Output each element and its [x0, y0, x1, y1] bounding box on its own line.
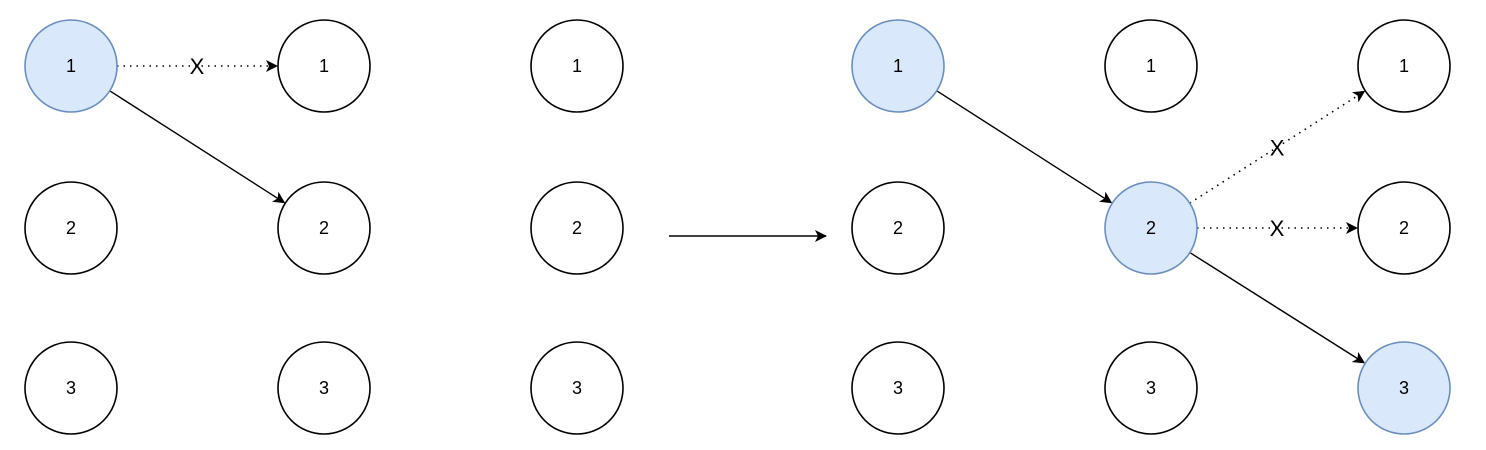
node-circle — [851, 181, 945, 275]
node-label: 3 — [66, 378, 76, 398]
highlighted-node-circle — [851, 19, 945, 113]
right-col1-node-3: 3 — [851, 341, 945, 435]
node-label: 1 — [319, 56, 329, 76]
node-circle — [1357, 181, 1451, 275]
right-solid-edge-1 — [936, 90, 1113, 204]
left-col2-node-2: 2 — [277, 181, 371, 275]
node-label: 3 — [572, 378, 582, 398]
node-circle — [277, 181, 371, 275]
node-circle — [530, 341, 624, 435]
right-edge-3-x-label: X — [1270, 216, 1285, 241]
node-label: 1 — [1399, 56, 1409, 76]
left-col1-node-1: 1 — [24, 19, 118, 113]
left-edge-1-x-label: X — [190, 54, 205, 79]
left-col3-node-3: 3 — [530, 341, 624, 435]
highlighted-node-circle — [1104, 181, 1198, 275]
node-circle — [530, 19, 624, 113]
node-circle — [851, 341, 945, 435]
node-label: 2 — [893, 218, 903, 238]
node-circle — [24, 341, 118, 435]
node-label: 2 — [319, 218, 329, 238]
node-label: 2 — [1399, 218, 1409, 238]
node-label: 1 — [1146, 56, 1156, 76]
left-col2-node-1: 1 — [277, 19, 371, 113]
left-col1-node-2: 2 — [24, 181, 118, 275]
right-col3-node-1: 1 — [1357, 19, 1451, 113]
node-circle — [530, 181, 624, 275]
right-col3-node-3: 3 — [1357, 341, 1451, 435]
node-label: 3 — [1399, 378, 1409, 398]
node-label: 2 — [572, 218, 582, 238]
node-circle — [1104, 341, 1198, 435]
node-circle — [277, 19, 371, 113]
node-label: 2 — [1146, 218, 1156, 238]
left-col3-node-1: 1 — [530, 19, 624, 113]
node-circle — [24, 181, 118, 275]
left-col1-node-3: 3 — [24, 341, 118, 435]
highlighted-node-circle — [1357, 341, 1451, 435]
node-label: 1 — [893, 56, 903, 76]
right-col2-node-1: 1 — [1104, 19, 1198, 113]
right-edge-2-x-label: X — [1270, 135, 1285, 160]
highlighted-node-circle — [24, 19, 118, 113]
right-col1-node-1: 1 — [851, 19, 945, 113]
left-col2-node-3: 3 — [277, 341, 371, 435]
left-col3-node-2: 2 — [530, 181, 624, 275]
right-col3-node-2: 2 — [1357, 181, 1451, 275]
right-col2-node-2: 2 — [1104, 181, 1198, 275]
node-label: 3 — [893, 378, 903, 398]
node-label: 1 — [66, 56, 76, 76]
node-label: 3 — [319, 378, 329, 398]
node-label: 3 — [1146, 378, 1156, 398]
right-col2-node-3: 3 — [1104, 341, 1198, 435]
node-label: 1 — [572, 56, 582, 76]
left-solid-edge-2 — [109, 90, 286, 204]
right-solid-edge-4 — [1189, 251, 1366, 364]
node-circle — [1357, 19, 1451, 113]
right-col1-node-2: 2 — [851, 181, 945, 275]
node-circle — [277, 341, 371, 435]
node-circle — [1104, 19, 1198, 113]
node-label: 2 — [66, 218, 76, 238]
